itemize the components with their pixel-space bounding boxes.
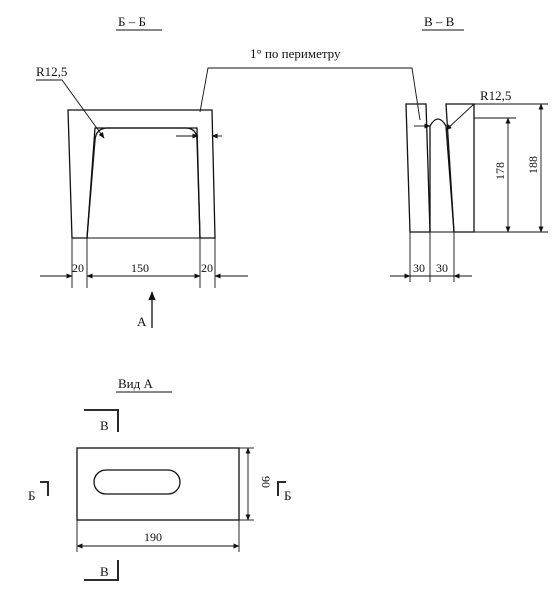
section-mark-b-left — [40, 481, 49, 496]
section-bb: Б – Б R12,5 20 150 20 А — [36, 14, 248, 329]
section-mark-v-top — [84, 409, 119, 432]
dim-bb-wall-right: 20 — [201, 261, 213, 275]
section-mark-v-top-label: В — [100, 418, 109, 433]
slope-note-text: 1° по периметру — [250, 46, 341, 61]
section-mark-b-right — [277, 481, 286, 496]
slope-note: 1° по периметру — [199, 46, 421, 121]
dim-vv-height-inner: 178 — [493, 162, 507, 180]
dim-bb-wall-left: 20 — [72, 261, 84, 275]
view-a-slot — [93, 469, 181, 495]
section-vv-radius-label: R12,5 — [480, 88, 511, 103]
section-mark-b-right-label: Б — [284, 488, 291, 503]
section-vv-wall-left — [405, 103, 431, 233]
section-mark-v-bottom — [84, 560, 119, 581]
dim-vv-wall-left: 30 — [413, 261, 425, 275]
section-vv-wall-right — [445, 103, 475, 233]
dim-bb-inner: 150 — [131, 261, 149, 275]
section-bb-radius-label: R12,5 — [36, 64, 67, 79]
slope-note-leader — [199, 67, 421, 121]
section-vv-radius-leader — [445, 103, 512, 131]
view-a-title: Вид А — [118, 376, 153, 391]
view-a: Вид А В В Б Б 190 90 — [28, 376, 291, 581]
section-mark-b-left-label: Б — [28, 488, 35, 503]
dim-vv-height-outer: 188 — [526, 156, 540, 174]
section-vv-title: В – В — [424, 14, 455, 29]
section-bb-cavity — [86, 127, 201, 239]
view-arrow-a-label: А — [137, 314, 147, 329]
section-bb-title: Б – Б — [118, 14, 146, 29]
view-a-block — [76, 447, 240, 521]
section-vv-dimensions: 178 188 30 30 — [390, 103, 548, 282]
dim-vv-wall-right: 30 — [436, 261, 448, 275]
section-bb-body — [67, 109, 216, 239]
section-bb-dimensions: 20 150 20 — [40, 238, 248, 288]
section-vv: В – В R12,5 178 188 — [390, 14, 548, 282]
section-bb-radius-leader — [36, 79, 105, 139]
section-mark-v-bottom-label: В — [100, 564, 109, 579]
dim-view-height: 90 — [259, 476, 273, 488]
dim-view-width: 190 — [144, 530, 162, 544]
